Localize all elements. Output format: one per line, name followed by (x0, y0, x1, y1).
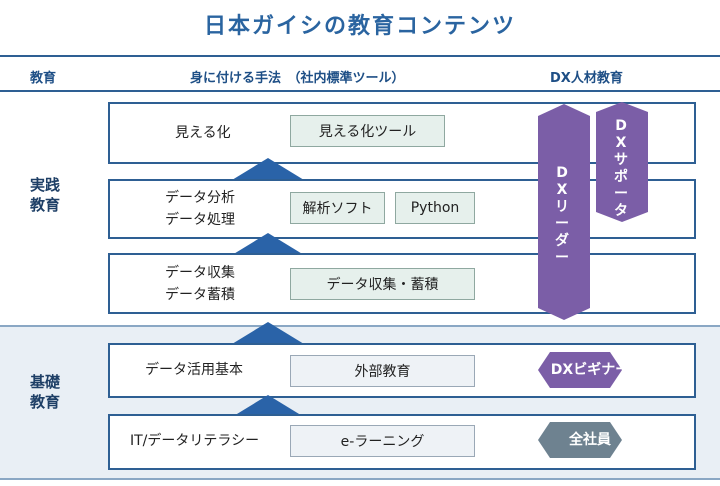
dx-supporter-label: DXサポーター (614, 118, 628, 236)
side-label-basic: 基礎教育 (30, 372, 60, 412)
tool-python-text: Python (410, 200, 460, 216)
header-top-line (0, 55, 720, 57)
dx-supporter-shape (596, 102, 648, 222)
column-header-method: 身に付ける手法 （社内標準ツール） (190, 71, 405, 86)
tool-visualization-text: 見える化ツール (318, 124, 417, 140)
dx-roles-graphic (538, 102, 648, 458)
arrow-up-2 (232, 233, 304, 255)
side-label-practical-text: 実践教育 (30, 176, 61, 214)
arrow-up-4 (232, 395, 304, 417)
tool-visualization: 見える化ツール (290, 115, 445, 147)
level-label-collection-line1: データ収集 (165, 265, 235, 281)
dx-leader-shape (538, 104, 590, 320)
level-label-analysis-line1: データ分析 (165, 190, 235, 206)
column-header-education: 教育 (30, 71, 57, 86)
tool-collection: データ収集・蓄積 (290, 268, 475, 300)
side-label-basic-text: 基礎教育 (30, 373, 61, 411)
column-header-dx-talent: DX人材教育 (550, 71, 623, 86)
tool-analysis-software-text: 解析ソフト (302, 201, 373, 217)
all-staff-shape (538, 422, 622, 458)
level-label-analysis: データ分析 データ処理 (165, 187, 235, 231)
level-label-visualization: 見える化 (175, 125, 231, 141)
tool-analysis-software: 解析ソフト (290, 192, 385, 224)
level-label-analysis-line2: データ処理 (165, 212, 235, 228)
level-label-literacy: IT/データリテラシー (130, 433, 260, 449)
tool-collection-text: データ収集・蓄積 (326, 277, 439, 293)
level-label-utilization-basic: データ活用基本 (145, 362, 243, 378)
all-staff-label: 全社員 (569, 432, 611, 448)
level-label-collection-line2: データ蓄積 (165, 287, 235, 303)
arrow-up-1 (232, 158, 304, 180)
tool-external-education: 外部教育 (290, 355, 475, 387)
dx-beginner-label: DXビギナー (550, 362, 630, 378)
arrow-up-3 (232, 322, 304, 344)
dx-beginner-shape (538, 352, 622, 388)
header-bottom-line (0, 90, 720, 92)
tool-e-learning-text: e-ラーニング (340, 434, 425, 450)
side-label-practical: 実践教育 (30, 175, 60, 215)
tool-python: Python (395, 192, 475, 224)
tool-e-learning: e-ラーニング (290, 425, 475, 457)
level-label-collection: データ収集 データ蓄積 (165, 262, 235, 306)
dx-leader-label: DXリーダー (555, 165, 569, 266)
tool-external-education-text: 外部教育 (354, 364, 411, 380)
page-title: 日本ガイシの教育コンテンツ (203, 14, 516, 39)
